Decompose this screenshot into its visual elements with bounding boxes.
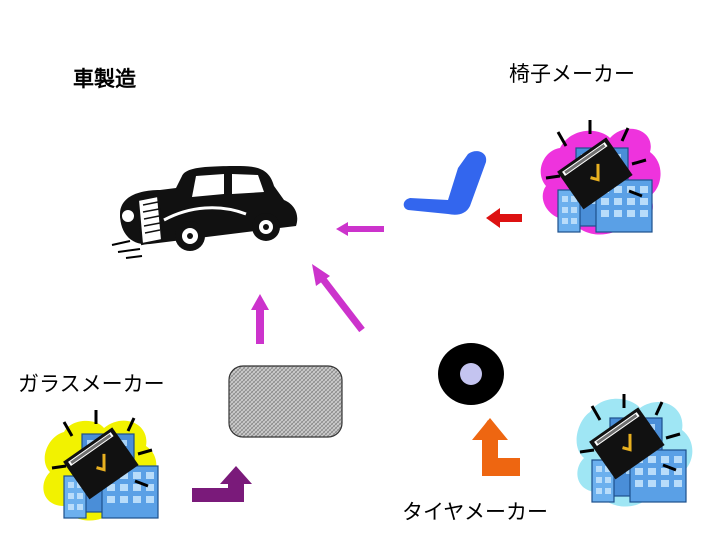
glass-maker-label: ガラスメーカー — [18, 372, 165, 396]
arrow-glass-to-car — [251, 294, 269, 344]
car-icon — [111, 166, 298, 259]
tire-icon — [438, 343, 504, 405]
arrow-tire-to-car — [312, 264, 365, 333]
tire-maker-label: タイヤメーカー — [402, 500, 548, 524]
arrow-chair-to-seat — [486, 208, 522, 228]
glass-pane-icon — [228, 365, 343, 438]
arrow-chair-to-car — [336, 222, 384, 236]
car-maker-label: 車製造 — [73, 67, 136, 91]
glass-maker-building — [43, 408, 159, 521]
chair-maker-label: 椅子メーカー — [509, 62, 635, 86]
chair-maker-building — [540, 118, 661, 235]
arrow-glass-maker-to-glass — [192, 466, 252, 502]
tire-maker-building — [576, 392, 693, 507]
seat-part-icon — [403, 151, 487, 215]
